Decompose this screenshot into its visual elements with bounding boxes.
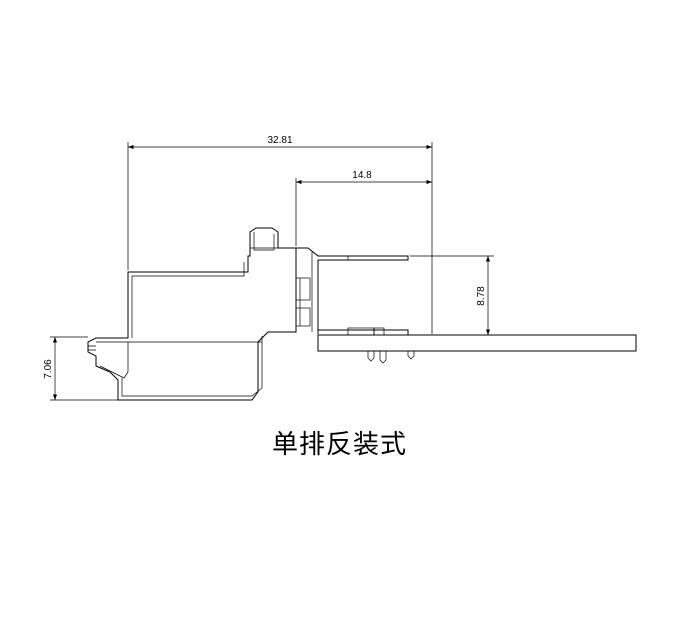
dimension-height-above: 8.78	[410, 255, 636, 336]
drawing-caption: 单排反装式	[271, 430, 407, 460]
dimension-label-overall: 32.81	[267, 135, 292, 146]
dimension-label-height-above: 8.78	[476, 286, 487, 306]
dimension-height-below: 7.06	[43, 336, 118, 401]
dimension-front-length: 14.8	[295, 170, 432, 246]
dimension-overall-length: 32.81	[127, 135, 433, 334]
dimension-label-height-below: 7.06	[43, 359, 54, 379]
solder-pins	[367, 351, 415, 364]
pcb-board	[317, 334, 637, 352]
connector-housing	[87, 227, 311, 401]
dimension-label-front: 14.8	[352, 170, 372, 181]
contact-shell	[296, 247, 409, 336]
